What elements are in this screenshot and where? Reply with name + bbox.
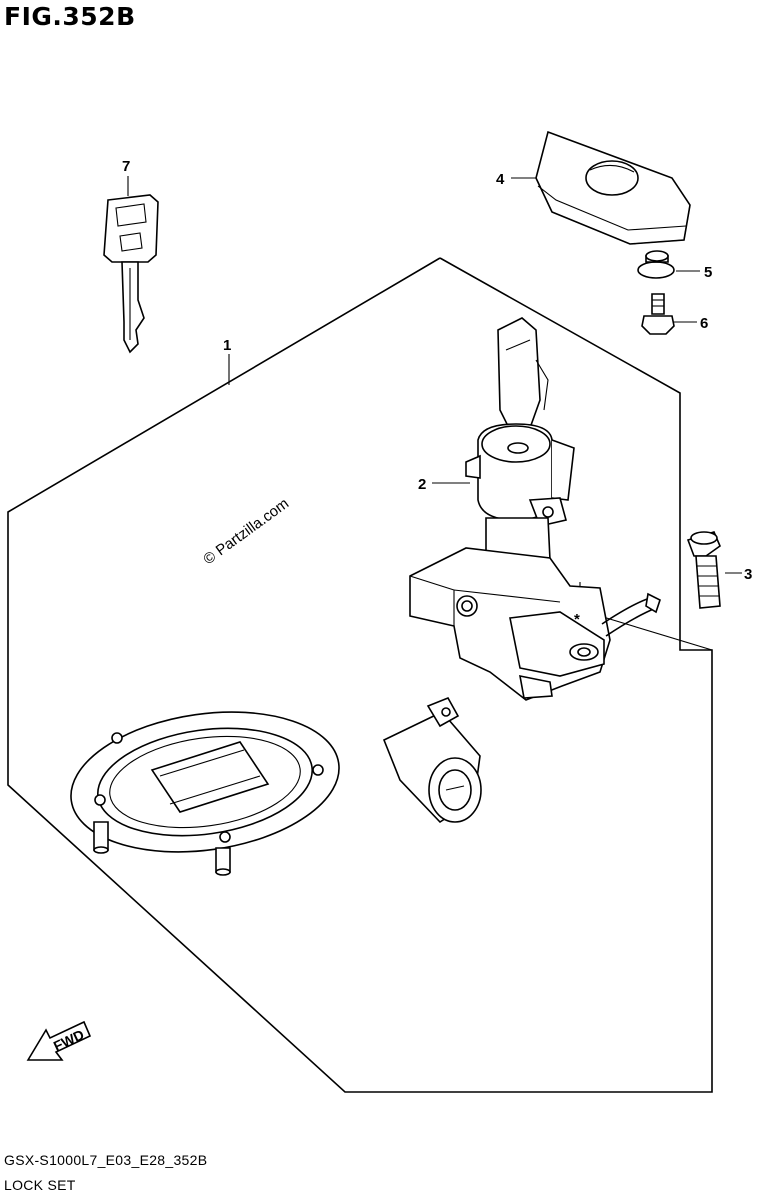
callout-4: 4 (496, 171, 505, 188)
section-name: LOCK SET (4, 1177, 76, 1193)
callout-1: 1 (223, 337, 231, 354)
cover-part (535, 130, 691, 245)
nut-part (637, 250, 675, 279)
callout-5: 5 (704, 264, 712, 281)
figure-title: FIG.352B (4, 2, 136, 31)
fuel-cap-ring-part (70, 711, 340, 876)
key-part (103, 194, 159, 354)
assembly-outline (7, 257, 713, 1093)
bolt-part (686, 531, 721, 609)
callout-2: 2 (418, 476, 426, 493)
small-bolt-part (641, 293, 675, 335)
ignition-switch-part: * (409, 317, 661, 701)
callout-3: 3 (744, 566, 752, 583)
callout-6: 6 (700, 315, 708, 332)
callout-7: 7 (122, 158, 130, 175)
model-code: GSX-S1000L7_E03_E28_352B (4, 1152, 208, 1168)
fwd-label: FWD (51, 1026, 87, 1054)
svg-text:*: * (574, 611, 580, 628)
fwd-arrow: FWD (26, 1020, 92, 1061)
seat-lock-part (382, 696, 482, 824)
watermark-text: © Partzilla.com (200, 495, 292, 568)
